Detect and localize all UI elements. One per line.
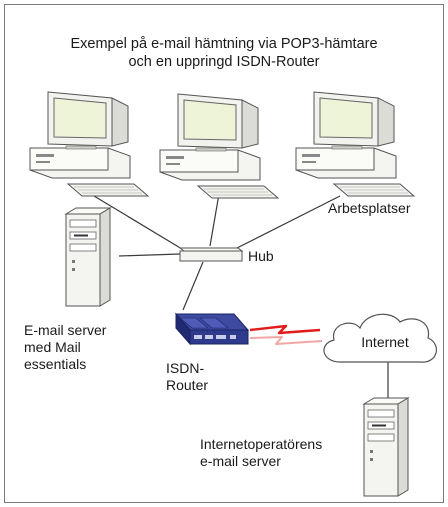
workstation-3-icon [295,91,415,197]
hub-label: Hub [248,248,274,264]
isdn-router-icon [174,312,250,346]
cable-workstation-2 [209,193,220,247]
isp-server-label-line-1: Internetoperatörens [200,436,323,452]
isp-server-label: Internetoperatörens e-mail server [200,436,322,470]
workstations-label: Arbetsplatser [328,200,411,216]
router-label-line-1: ISDN- [166,360,205,376]
internet-cloud-icon [323,313,437,363]
isp-server-label-line-2: e-mail server [200,453,281,469]
title-line-2: och en uppringd ISDN-Router [128,54,320,70]
mail-server-icon [65,207,111,307]
isp-server-icon [363,397,409,497]
mail-server-label-line-1: E-mail server [24,322,107,338]
cable-workstation-3 [234,195,341,250]
internet-label: Internet [361,334,409,350]
mail-server-label-line-3: essentials [24,356,87,372]
router-label: ISDN- Router [166,360,208,394]
workstation-1-icon [29,91,149,197]
cable-mail-server [118,253,181,257]
wireless-link-icon [249,324,323,345]
cable-router [182,261,204,311]
title-line-1: Exempel på e-mail hämtning via POP3-hämt… [70,36,378,52]
mail-server-label: E-mail server med Mail essentials [24,322,106,373]
router-label-line-2: Router [166,377,209,393]
network-cables [93,193,389,398]
hub-icon [178,247,244,262]
diagram-frame [4,4,444,503]
workstation-2-icon [159,93,279,199]
cable-workstation-1 [93,195,183,250]
diagram-title: Exempel på e-mail hämtning via POP3-hämt… [24,36,424,71]
mail-server-label-line-2: med Mail [24,339,81,355]
